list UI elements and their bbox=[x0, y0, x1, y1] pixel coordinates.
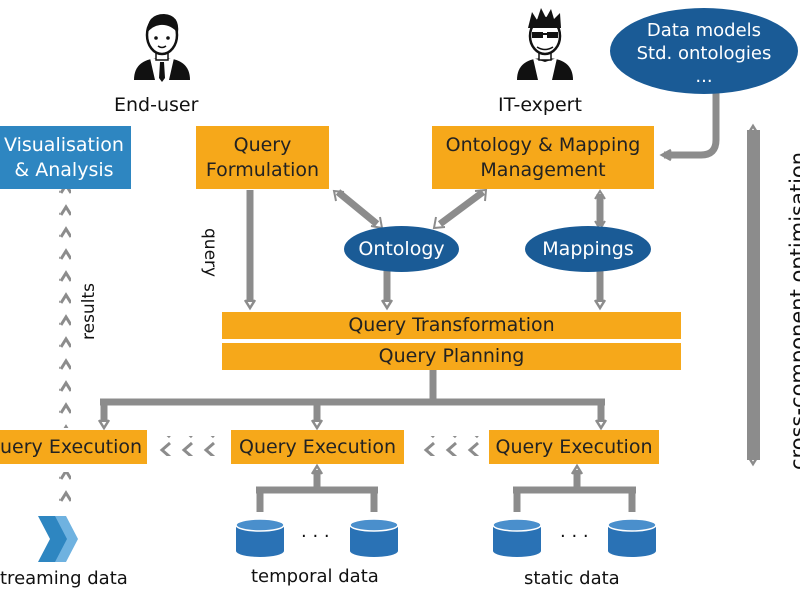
optimisation-bar bbox=[747, 130, 760, 460]
temporal-data-label: temporal data bbox=[251, 566, 379, 587]
streaming-data-label: treaming data bbox=[0, 568, 128, 589]
right-to-middle-arrow bbox=[413, 436, 479, 456]
query-formulation-box[interactable]: Query Formulation bbox=[196, 126, 329, 189]
end-user-icon bbox=[134, 14, 190, 84]
static-db-2 bbox=[607, 518, 657, 557]
query-execution-middle-box[interactable]: Query Execution bbox=[231, 430, 404, 464]
query-transformation-box[interactable]: Query Transformation bbox=[222, 312, 681, 339]
streaming-input-arrow bbox=[59, 472, 71, 512]
it-expert-icon bbox=[517, 8, 573, 84]
query-arrow-head bbox=[243, 299, 257, 311]
streaming-icon bbox=[38, 516, 78, 562]
ontology-mapping-management-box[interactable]: Ontology & Mapping Management bbox=[432, 126, 654, 189]
mappings-oval: Mappings bbox=[525, 226, 651, 272]
temporal-db-1 bbox=[235, 518, 285, 557]
formulation-ontology-link bbox=[335, 189, 380, 227]
temporal-ellipsis: · · · bbox=[301, 526, 330, 547]
middle-to-left-arrow bbox=[157, 436, 223, 456]
end-user-label: End-user bbox=[114, 94, 199, 116]
query-planning-box[interactable]: Query Planning bbox=[222, 343, 681, 370]
management-ontology-link bbox=[437, 189, 486, 227]
it-expert-label: IT-expert bbox=[498, 94, 582, 116]
results-arrow bbox=[59, 188, 71, 428]
static-ellipsis: · · · bbox=[560, 526, 589, 547]
query-edge-label: query bbox=[200, 228, 220, 278]
results-edge-label: results bbox=[79, 283, 99, 340]
data-models-management-link bbox=[664, 92, 720, 159]
data-models-oval: Data models Std. ontologies ... bbox=[610, 8, 798, 94]
static-data-label: static data bbox=[524, 568, 620, 589]
visualisation-analysis-box[interactable]: Visualisation & Analysis bbox=[0, 126, 131, 189]
query-execution-left-box[interactable]: uery Execution bbox=[0, 430, 147, 464]
ontology-oval: Ontology bbox=[344, 226, 459, 272]
cross-component-optimisation-label: cross-component optimisation bbox=[786, 151, 800, 470]
static-db-1 bbox=[492, 518, 542, 557]
temporal-db-2 bbox=[349, 518, 399, 557]
query-execution-right-box[interactable]: Query Execution bbox=[489, 430, 659, 464]
